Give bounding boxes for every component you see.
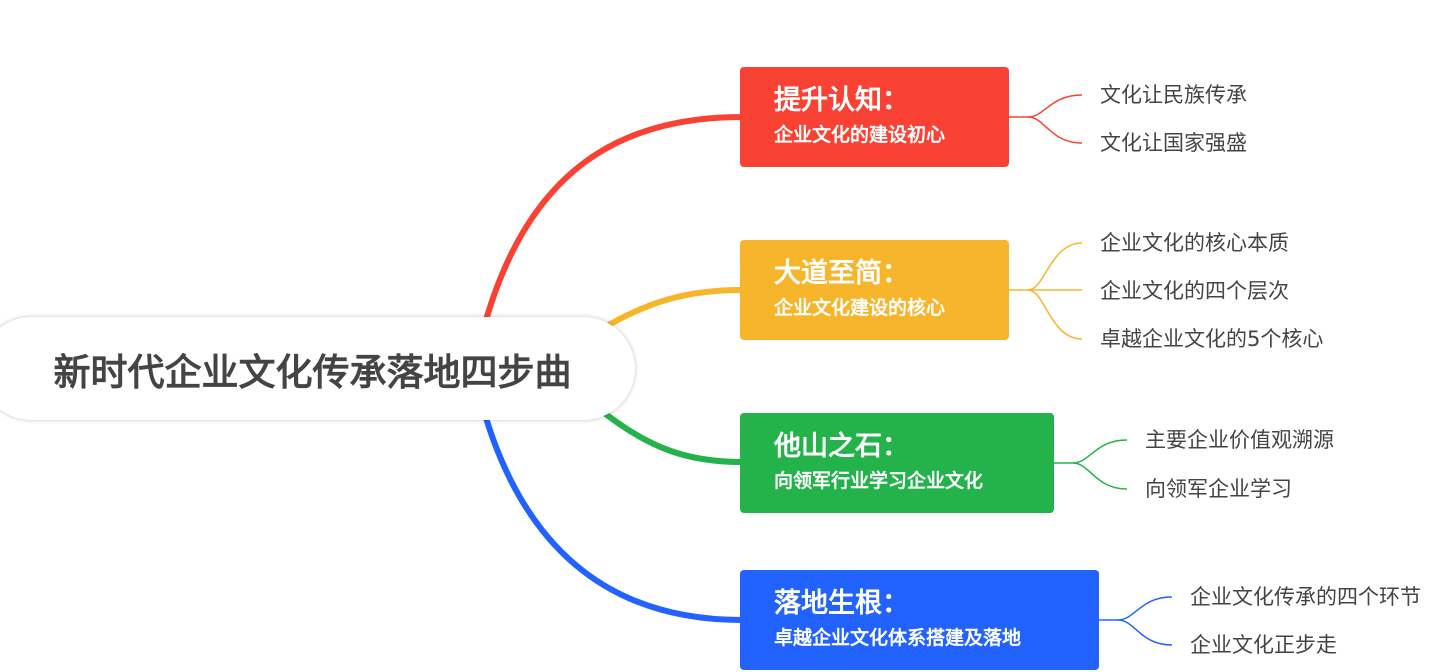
leaf-node[interactable]: 主要企业价值观溯源: [1145, 428, 1334, 452]
branch-line-4: [483, 417, 743, 623]
branch-subtitle: 卓越企业文化体系搭建及落地: [774, 627, 1022, 649]
leaf-lines-1: [1009, 94, 1083, 144]
root-title: 新时代企业文化传承落地四步曲: [53, 350, 572, 394]
branch-line-2: [598, 287, 743, 333]
branch-title: 他山之石：: [774, 431, 909, 462]
leaf-node[interactable]: 企业文化传承的四个环节: [1190, 585, 1421, 609]
leaf-node[interactable]: 卓越企业文化的5个核心: [1100, 327, 1324, 351]
branch-subtitle: 向领军行业学习企业文化: [774, 470, 984, 492]
branch-node-2[interactable]: 大道至简： 企业文化建设的核心: [740, 240, 1009, 340]
branch-title: 提升认知：: [774, 85, 909, 116]
branch-line-1: [483, 114, 743, 321]
leaf-lines-2: [1009, 242, 1083, 340]
leaf-node[interactable]: 向领军企业学习: [1145, 477, 1292, 501]
branch-title: 落地生根：: [774, 588, 909, 619]
branch-line-3: [596, 405, 743, 465]
leaf-node[interactable]: 企业文化的四个层次: [1100, 279, 1289, 303]
leaf-lines-3: [1054, 439, 1128, 490]
root-node[interactable]: 新时代企业文化传承落地四步曲: [0, 317, 635, 420]
leaf-lines-4: [1099, 596, 1173, 646]
leaf-node[interactable]: 文化让国家强盛: [1100, 131, 1247, 155]
branch-title: 大道至简：: [774, 258, 909, 289]
branch-node-3[interactable]: 他山之石： 向领军行业学习企业文化: [740, 413, 1054, 513]
leaf-node[interactable]: 企业文化的核心本质: [1100, 231, 1289, 255]
branch-subtitle: 企业文化建设的核心: [774, 297, 946, 319]
leaf-node[interactable]: 文化让民族传承: [1100, 83, 1247, 107]
leaf-node[interactable]: 企业文化正步走: [1190, 633, 1337, 657]
branch-subtitle: 企业文化的建设初心: [774, 124, 946, 146]
branch-node-1[interactable]: 提升认知： 企业文化的建设初心: [740, 67, 1009, 167]
branch-node-4[interactable]: 落地生根： 卓越企业文化体系搭建及落地: [740, 570, 1099, 670]
